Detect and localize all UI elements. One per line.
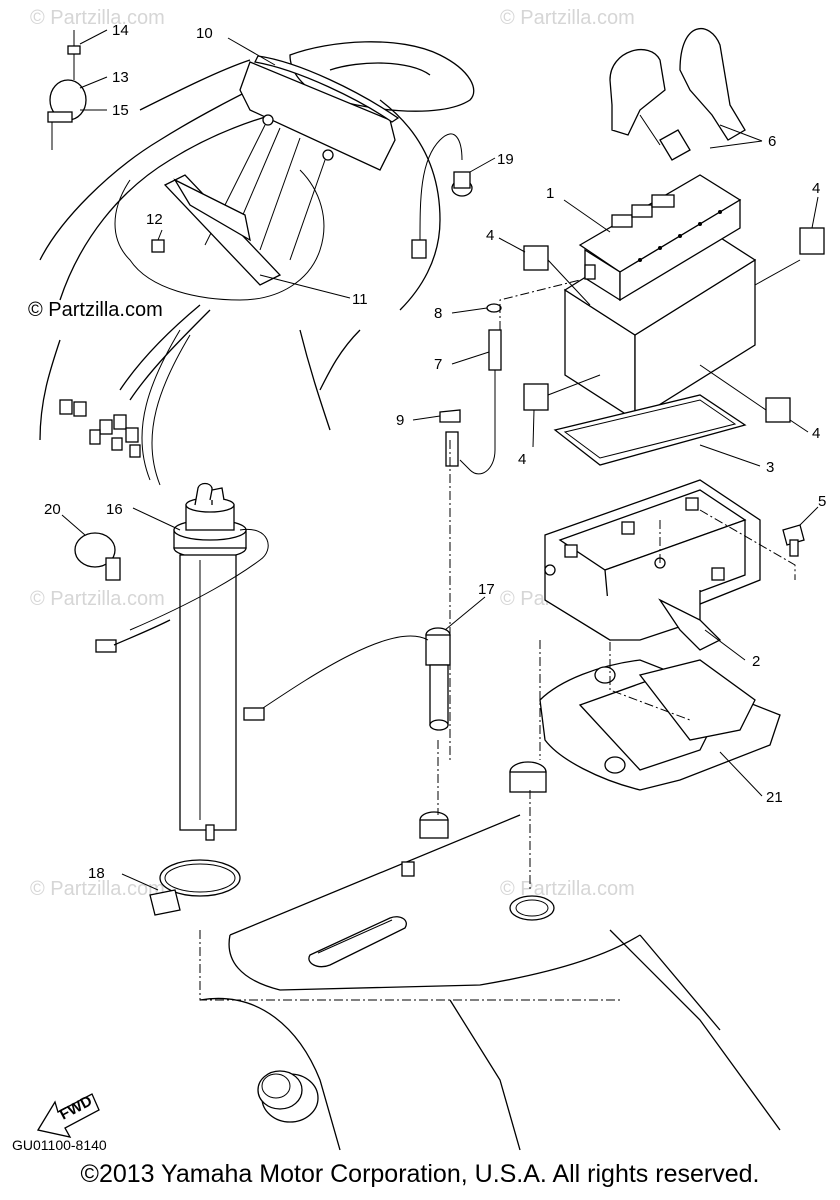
callout-3: 3 bbox=[766, 459, 774, 476]
watermark: © Partzilla.com bbox=[30, 588, 165, 610]
callout-11: 11 bbox=[352, 291, 368, 308]
callout-leaders bbox=[61, 29, 819, 891]
hull-meter-area bbox=[39, 41, 475, 486]
watermark: © Partzilla.com bbox=[500, 878, 635, 900]
callout-15: 19 bbox=[497, 151, 514, 168]
nut-12 bbox=[151, 239, 165, 253]
callout-13: 16 bbox=[106, 501, 123, 518]
callout-8: 8 bbox=[434, 305, 442, 322]
callout-7: 7 bbox=[434, 356, 442, 373]
callout-4: 4 bbox=[486, 227, 494, 244]
callout-16: 17 bbox=[478, 581, 495, 598]
callout-14: 18 bbox=[88, 865, 105, 882]
clamp-20 bbox=[74, 532, 121, 581]
callout-4: 4 bbox=[812, 425, 820, 442]
pads-4 bbox=[523, 227, 825, 423]
watermark-main: © Partzilla.com bbox=[28, 299, 163, 321]
watermark: © Partzilla.com bbox=[30, 878, 165, 900]
watermark: © Partzilla.com bbox=[30, 7, 165, 29]
sensor-16 bbox=[243, 627, 451, 731]
callout-21: 21 bbox=[766, 789, 783, 806]
fuel-tank-deck bbox=[199, 761, 781, 1151]
battery-1 bbox=[563, 174, 757, 422]
extension-lines bbox=[547, 259, 801, 411]
callout-20: 20 bbox=[44, 501, 61, 518]
callout-numbers: 14 13 15 10 12 11 19 6 1 4 4 8 7 9 4 4 3… bbox=[44, 22, 826, 882]
callout-2: 2 bbox=[752, 653, 760, 670]
bracket-21 bbox=[539, 659, 781, 791]
callout-1: 1 bbox=[546, 185, 554, 202]
leader-lines bbox=[199, 279, 796, 1001]
callout-6: 6 bbox=[768, 133, 776, 150]
vent-hose-7 bbox=[439, 303, 502, 475]
diagram-code: GU01100-8140 bbox=[12, 1137, 107, 1153]
callout-4: 4 bbox=[812, 180, 820, 197]
callout-4: 4 bbox=[518, 451, 526, 468]
battery-box-2 bbox=[544, 479, 761, 651]
callout-10: 10 bbox=[196, 25, 213, 42]
bolt-5 bbox=[782, 524, 805, 557]
copyright-notice: ©2013 Yamaha Motor Corporation, U.S.A. A… bbox=[80, 1160, 760, 1188]
clamp-14 bbox=[149, 859, 241, 916]
watermark: © Partzilla.com bbox=[500, 7, 635, 29]
callout-5: 5 bbox=[818, 493, 826, 510]
fuel-sender-13 bbox=[95, 482, 269, 841]
callout-19: 15 bbox=[112, 102, 129, 119]
battery-strap-6 bbox=[609, 28, 746, 161]
sensor-15 bbox=[411, 133, 473, 259]
callout-17: 13 bbox=[112, 69, 129, 86]
clamp-17-18-19 bbox=[47, 30, 87, 150]
callout-12: 12 bbox=[146, 211, 163, 228]
mat-3 bbox=[553, 394, 747, 466]
callout-9: 9 bbox=[396, 412, 404, 429]
fwd-arrow-icon: FWD bbox=[36, 1092, 100, 1138]
callout-18: 14 bbox=[112, 22, 129, 39]
